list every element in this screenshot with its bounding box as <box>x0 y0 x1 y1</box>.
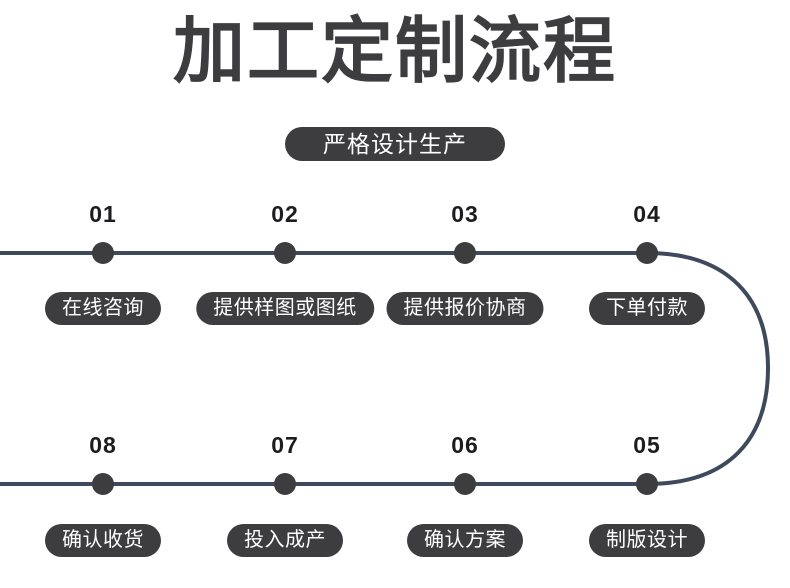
step-label-03[interactable]: 提供报价协商 <box>386 292 544 325</box>
step-number-02: 02 <box>271 201 299 227</box>
step-label-02[interactable]: 提供样图或图纸 <box>196 292 374 325</box>
step-number-07: 07 <box>271 432 299 458</box>
step-label-01[interactable]: 在线咨询 <box>45 292 161 325</box>
step-label-05[interactable]: 制版设计 <box>589 524 705 557</box>
page-title: 加工定制流程 <box>172 12 617 92</box>
step-dot-06[interactable] <box>454 473 476 495</box>
step-number-08: 08 <box>89 432 117 458</box>
step-number-01: 01 <box>89 201 117 227</box>
step-dot-07[interactable] <box>274 473 296 495</box>
step-dot-04[interactable] <box>636 242 658 264</box>
step-dot-05[interactable] <box>636 473 658 495</box>
step-number-05: 05 <box>633 432 661 458</box>
step-number-04: 04 <box>633 201 661 227</box>
step-dot-03[interactable] <box>454 242 476 264</box>
step-number-03: 03 <box>451 201 479 227</box>
step-label-07[interactable]: 投入成产 <box>227 524 343 557</box>
step-dot-01[interactable] <box>92 242 114 264</box>
step-label-08[interactable]: 确认收货 <box>45 524 161 557</box>
subtitle-badge: 严格设计生产 <box>285 127 505 161</box>
step-dot-02[interactable] <box>274 242 296 264</box>
u-turn-connector-path <box>645 251 771 486</box>
step-label-06[interactable]: 确认方案 <box>407 524 523 557</box>
step-number-06: 06 <box>451 432 479 458</box>
step-label-04[interactable]: 下单付款 <box>589 292 705 325</box>
step-dot-08[interactable] <box>92 473 114 495</box>
